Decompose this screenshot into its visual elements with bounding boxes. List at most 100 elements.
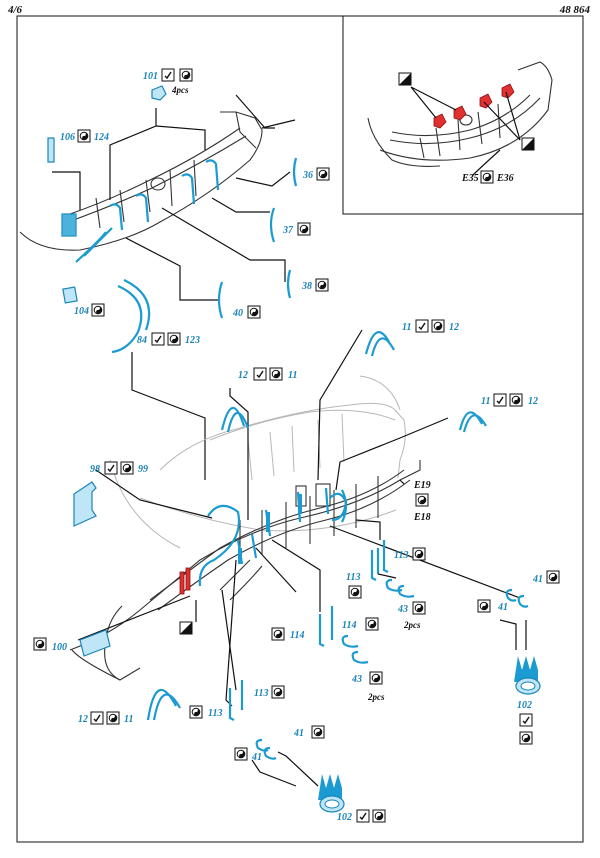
fold-icon <box>161 68 175 82</box>
paint-icon <box>179 68 193 82</box>
callout-12-bottom: 12 <box>78 714 88 725</box>
callout-114-a: 114 <box>290 630 304 641</box>
callout-98: 98 <box>90 464 100 475</box>
paint-icon <box>316 167 330 181</box>
callout-102-right: 102 <box>517 700 532 711</box>
part-38 <box>286 269 292 299</box>
callout-84: 84 <box>137 335 147 346</box>
callout-11-bottom: 11 <box>124 714 133 725</box>
callout-101: 101 <box>143 71 158 82</box>
callout-41-a: 41 <box>497 602 508 613</box>
fold-icon <box>415 319 429 333</box>
paint-icon <box>315 278 329 292</box>
fold-icon <box>253 367 267 381</box>
callout-124: 124 <box>94 132 109 143</box>
part-102-bottom <box>318 774 345 813</box>
callout-11-mid: 11 <box>288 370 297 381</box>
page-frame <box>16 15 584 843</box>
inset-frame <box>342 16 583 215</box>
part-98 <box>73 481 97 527</box>
upper-sill-assembly <box>19 94 296 263</box>
callout-99: 99 <box>138 464 148 475</box>
part-12-bottom <box>146 688 181 721</box>
fold-icon <box>104 461 118 475</box>
inset-cockpit-sill <box>367 61 553 177</box>
paint-icon <box>271 685 285 699</box>
paint-icon <box>509 393 523 407</box>
part-43-a <box>385 578 415 598</box>
callout-36: 36 <box>302 170 313 181</box>
part-41-c <box>255 738 277 760</box>
part-11-top <box>364 331 395 357</box>
callout-100: 100 <box>52 642 67 653</box>
paint-icon <box>412 601 426 615</box>
part-106 <box>47 137 55 163</box>
paint-icon <box>247 305 261 319</box>
paint-icon <box>546 570 560 584</box>
callout-e35: E35 <box>461 173 479 184</box>
anneal-icon <box>179 621 193 635</box>
paint-icon <box>269 367 283 381</box>
paint-icon <box>369 671 383 685</box>
part-37 <box>269 207 276 243</box>
callout-106: 106 <box>60 132 75 143</box>
callout-41-c: 41 <box>293 728 304 739</box>
part-101 <box>151 85 167 101</box>
callout-102-bottom: 102 <box>337 812 352 823</box>
qty-43-b: 2pcs <box>367 692 385 702</box>
callout-38: 38 <box>301 281 312 292</box>
callout-11-top: 11 <box>402 322 411 333</box>
fold-icon <box>493 393 507 407</box>
part-100 <box>79 629 111 657</box>
main-cockpit-sill <box>69 460 421 681</box>
part-114-pair <box>318 606 334 647</box>
paint-icon <box>189 705 203 719</box>
paint-icon <box>477 599 491 613</box>
fold-icon <box>519 713 533 727</box>
main-fuselage-ghost <box>109 375 406 549</box>
paint-icon <box>372 809 386 823</box>
paint-icon <box>33 637 47 651</box>
callout-41-d: 41 <box>251 752 262 763</box>
paint-icon <box>431 319 445 333</box>
callout-12-right: 12 <box>528 396 538 407</box>
part-102-right <box>514 656 541 695</box>
callout-e18: E18 <box>413 512 431 523</box>
callout-43-b: 43 <box>351 674 362 685</box>
paint-icon <box>77 129 91 143</box>
paint-icon <box>234 747 248 761</box>
qty-43-a: 2pcs <box>403 620 421 630</box>
paint-icon <box>120 461 134 475</box>
paint-icon <box>348 585 362 599</box>
callout-e19: E19 <box>413 480 431 491</box>
page-number: 4/6 <box>8 4 23 16</box>
fold-icon <box>151 332 165 346</box>
fold-icon <box>90 711 104 725</box>
anneal-icon <box>398 72 412 86</box>
part-113-b <box>382 540 389 573</box>
part-41-ab <box>505 588 529 608</box>
paint-icon <box>365 617 379 631</box>
product-code: 48 864 <box>559 4 590 16</box>
callout-113-b: 113 <box>346 572 360 583</box>
part-40 <box>217 281 224 319</box>
callout-113-c: 113 <box>254 688 268 699</box>
paint-icon <box>91 303 105 317</box>
callout-37: 37 <box>282 225 294 236</box>
anneal-icon <box>521 137 535 151</box>
paint-icon <box>297 222 311 236</box>
part-113-a <box>370 548 380 581</box>
callout-113-d: 113 <box>208 708 222 719</box>
paint-icon <box>412 547 426 561</box>
part-12-mid <box>220 406 250 433</box>
callout-e36: E36 <box>496 173 514 184</box>
paint-icon <box>167 332 181 346</box>
callout-12-mid: 12 <box>238 370 248 381</box>
callout-43-a: 43 <box>397 604 408 615</box>
part-11-right <box>458 411 487 433</box>
part-84 <box>111 279 151 354</box>
callout-113-a: 113 <box>394 550 408 561</box>
qty-101: 4pcs <box>171 85 189 95</box>
part-104 <box>62 286 78 304</box>
